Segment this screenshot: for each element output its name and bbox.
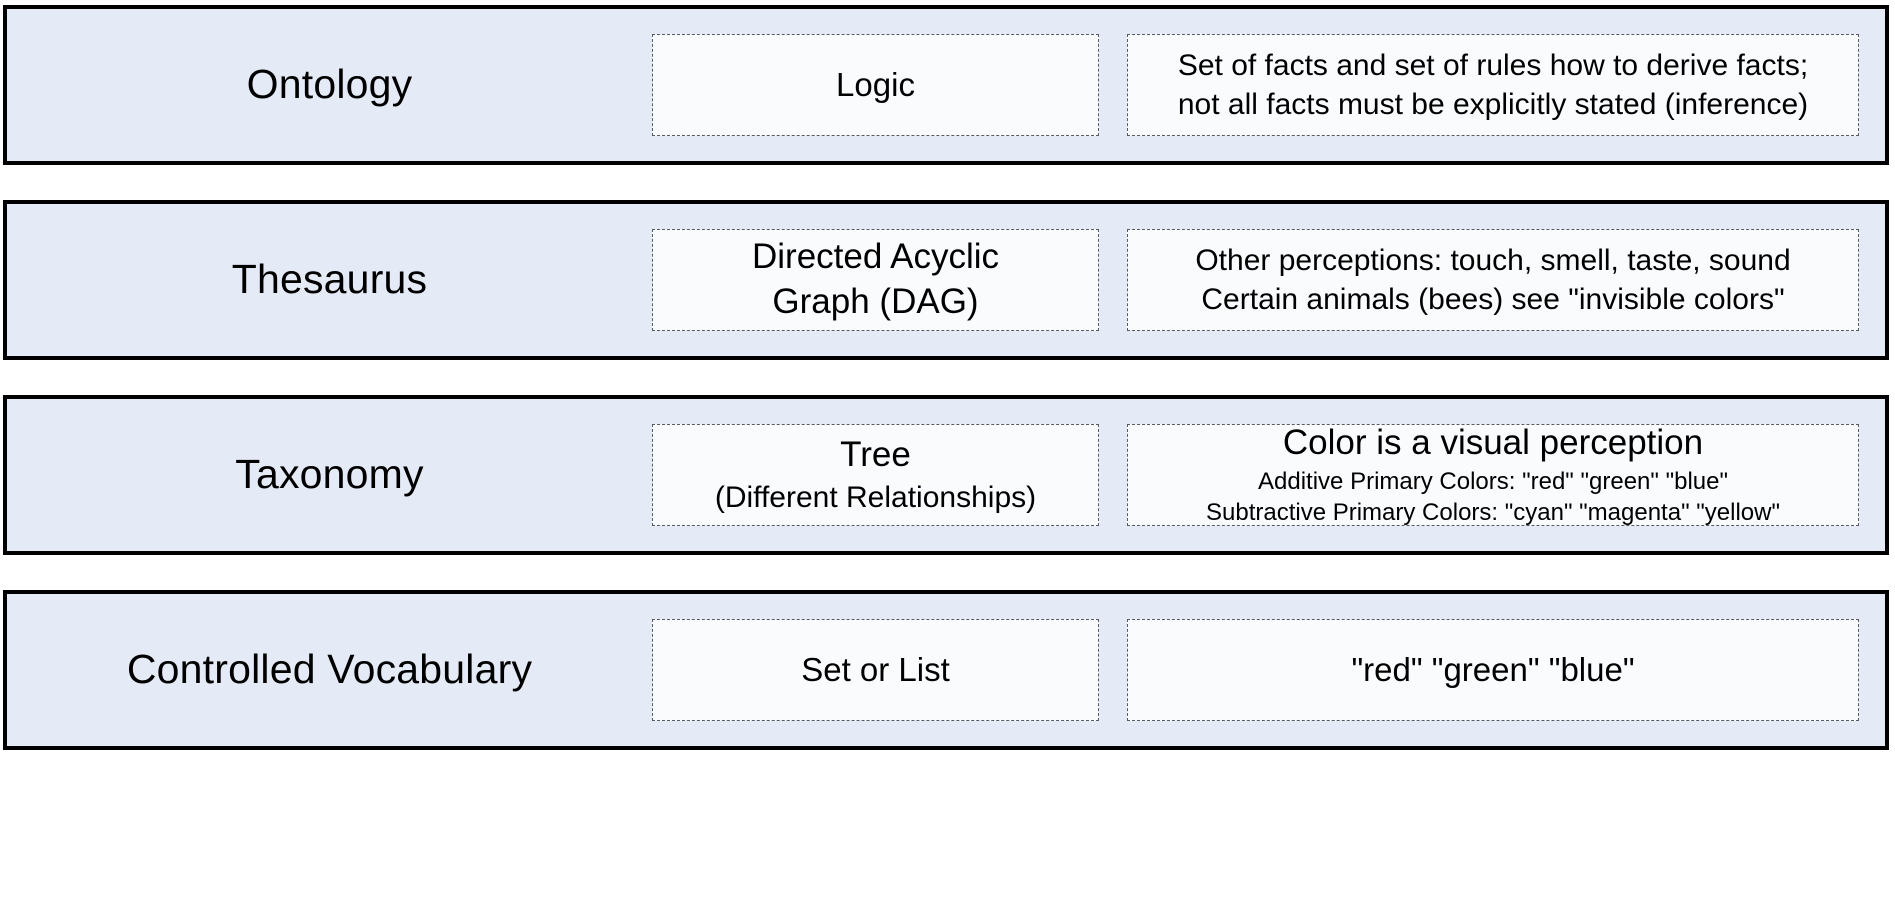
structure-cell-ontology: Logic (652, 34, 1099, 136)
example-line-2-ontology: not all facts must be explicitly stated … (1177, 88, 1809, 121)
structure-primary-thesaurus: Directed Acyclic (751, 237, 1000, 277)
row-label-controlled-vocabulary: Controlled Vocabulary (126, 646, 533, 693)
structure-primary-ontology: Logic (836, 66, 915, 104)
example-line-3-taxonomy: Subtractive Primary Colors: "cyan" "mage… (1206, 499, 1780, 527)
structure-primary-controlled-vocabulary: Set or List (801, 651, 950, 689)
example-text-taxonomy: Color is a visual perception Additive Pr… (1128, 421, 1858, 528)
row-label-ontology: Ontology (246, 61, 413, 108)
example-cell-controlled-vocabulary: "red" "green" "blue" (1127, 619, 1859, 721)
structure-cell-thesaurus: Directed Acyclic Graph (DAG) (652, 229, 1099, 331)
row-cells-taxonomy: Tree (Different Relationships) Color is … (652, 399, 1885, 551)
example-line-2-thesaurus: Certain animals (bees) see "invisible co… (1201, 283, 1785, 316)
diagram-row-ontology: Ontology Logic Set of facts and set of r… (3, 5, 1889, 165)
structure-secondary-thesaurus: Graph (DAG) (772, 282, 979, 321)
structure-secondary-taxonomy: (Different Relationships) (714, 480, 1037, 514)
example-cell-ontology: Set of facts and set of rules how to der… (1127, 34, 1859, 136)
structure-primary-taxonomy: Tree (840, 435, 911, 475)
structure-cell-controlled-vocabulary: Set or List (652, 619, 1099, 721)
example-text-thesaurus: Other perceptions: touch, smell, taste, … (1128, 241, 1858, 319)
example-text-controlled-vocabulary: "red" "green" "blue" (1128, 648, 1858, 692)
structure-cell-taxonomy: Tree (Different Relationships) (652, 424, 1099, 526)
example-line-1-controlled-vocabulary: "red" "green" "blue" (1351, 651, 1635, 689)
diagram-row-thesaurus: Thesaurus Directed Acyclic Graph (DAG) O… (3, 200, 1889, 360)
example-line-1-ontology: Set of facts and set of rules how to der… (1177, 49, 1809, 82)
example-line-1-taxonomy: Color is a visual perception (1282, 423, 1704, 463)
diagram-row-taxonomy: Taxonomy Tree (Different Relationships) … (3, 395, 1889, 555)
example-cell-thesaurus: Other perceptions: touch, smell, taste, … (1127, 229, 1859, 331)
row-cells-thesaurus: Directed Acyclic Graph (DAG) Other perce… (652, 204, 1885, 356)
example-text-ontology: Set of facts and set of rules how to der… (1128, 46, 1858, 124)
row-label-thesaurus: Thesaurus (231, 256, 428, 303)
row-label-taxonomy: Taxonomy (235, 451, 424, 498)
structure-text-ontology: Logic (653, 63, 1098, 107)
structure-text-taxonomy: Tree (Different Relationships) (653, 433, 1098, 517)
row-cells-ontology: Logic Set of facts and set of rules how … (652, 9, 1885, 161)
example-line-2-taxonomy: Additive Primary Colors: "red" "green" "… (1258, 468, 1728, 496)
example-line-1-thesaurus: Other perceptions: touch, smell, taste, … (1195, 244, 1791, 277)
example-cell-taxonomy: Color is a visual perception Additive Pr… (1127, 421, 1859, 528)
structure-text-controlled-vocabulary: Set or List (653, 648, 1098, 692)
row-cells-controlled-vocabulary: Set or List "red" "green" "blue" (652, 594, 1885, 746)
structure-text-thesaurus: Directed Acyclic Graph (DAG) (653, 235, 1098, 325)
diagram-row-controlled-vocabulary: Controlled Vocabulary Set or List "red" … (3, 590, 1889, 750)
